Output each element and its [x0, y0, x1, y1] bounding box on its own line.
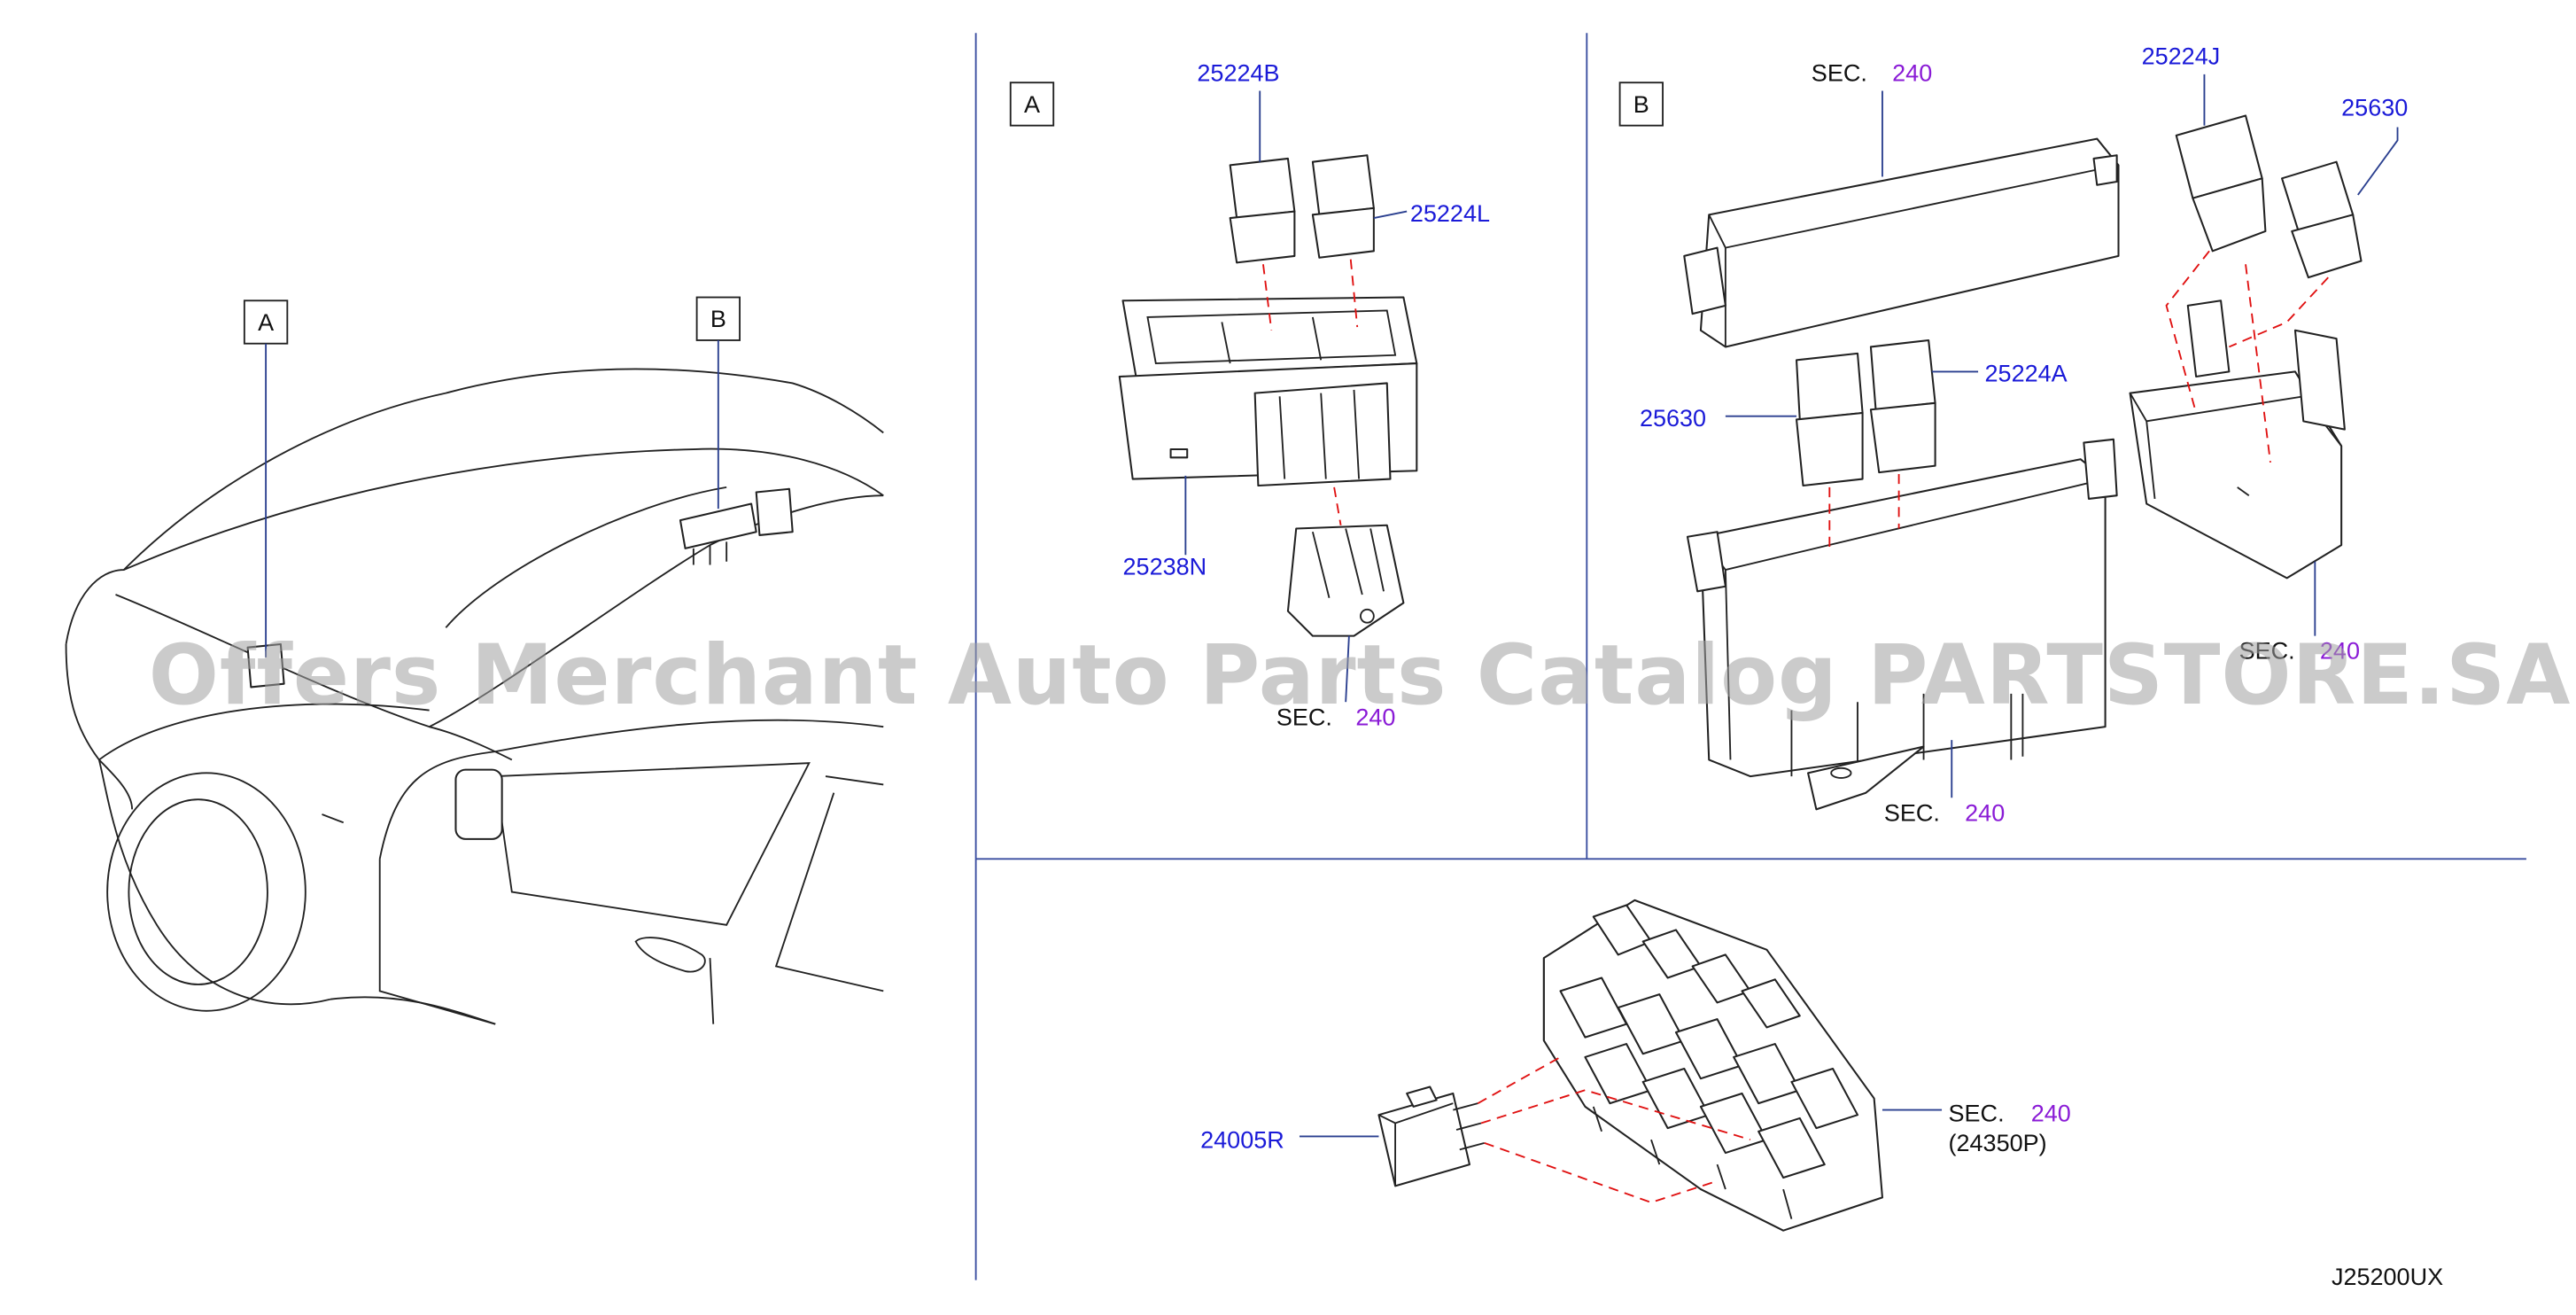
bottom-sec-prefix: SEC.	[1949, 1101, 2005, 1127]
fuse-block-drawing	[1377, 899, 1883, 1232]
panel-b-sec-bottom-prefix: SEC.	[1884, 799, 1940, 826]
panel-a-dashed-guides	[1262, 259, 1359, 525]
overview-callout-b: B	[710, 306, 726, 332]
overview-callout-a-box	[243, 300, 289, 345]
panel-b-sec-top-prefix: SEC.	[1812, 59, 1867, 86]
panel-b-callout-box	[1618, 82, 1664, 127]
panel-a-sec-prefix: SEC.	[1276, 704, 1332, 730]
diagram-code: J25200UX	[2332, 1264, 2443, 1290]
panel-b-dashed-guides	[1828, 250, 2329, 554]
panel-a-callout: A	[1024, 91, 1040, 118]
panel-b-sec-right-prefix: SEC.	[2239, 638, 2295, 665]
panel-a-sec-number: 240	[1355, 704, 1395, 730]
panel-b-relay-box-drawing	[1683, 114, 2363, 811]
leader-25630-top	[2357, 127, 2399, 196]
part-25224B: 25224B	[1197, 59, 1279, 86]
leader-25224L	[1373, 210, 1408, 219]
panel-b-sec-bottom-number: 240	[1965, 799, 2005, 826]
panel-b-callout: B	[1633, 91, 1649, 118]
leader-panel-a-sec	[1345, 635, 1350, 703]
fuse-block-dashed-guides	[1477, 1056, 1751, 1203]
panel-b-sec-right-number: 240	[2320, 638, 2360, 665]
part-25224A: 25224A	[1985, 361, 2068, 387]
part-25630-top: 25630	[2341, 94, 2408, 121]
overview-callout-b-box	[695, 296, 741, 341]
part-25224L: 25224L	[1410, 200, 1490, 227]
panel-a-callout-box	[1009, 82, 1055, 127]
watermark: Offers Merchant Auto Parts Catalog PARTS…	[148, 627, 2572, 724]
part-24005R: 24005R	[1200, 1126, 1284, 1153]
part-24350P: (24350P)	[1949, 1130, 2047, 1156]
panel-a-relay-box-drawing	[1118, 154, 1418, 637]
overview-callout-a: A	[258, 309, 274, 336]
panel-b-sec-top-number: 240	[1892, 59, 1932, 86]
vehicle-overview-drawing	[65, 368, 884, 1025]
part-25224J: 25224J	[2142, 43, 2221, 70]
bottom-sec-number: 240	[2031, 1101, 2071, 1127]
part-25630-mid: 25630	[1640, 405, 1706, 432]
part-25238N: 25238N	[1123, 554, 1207, 580]
